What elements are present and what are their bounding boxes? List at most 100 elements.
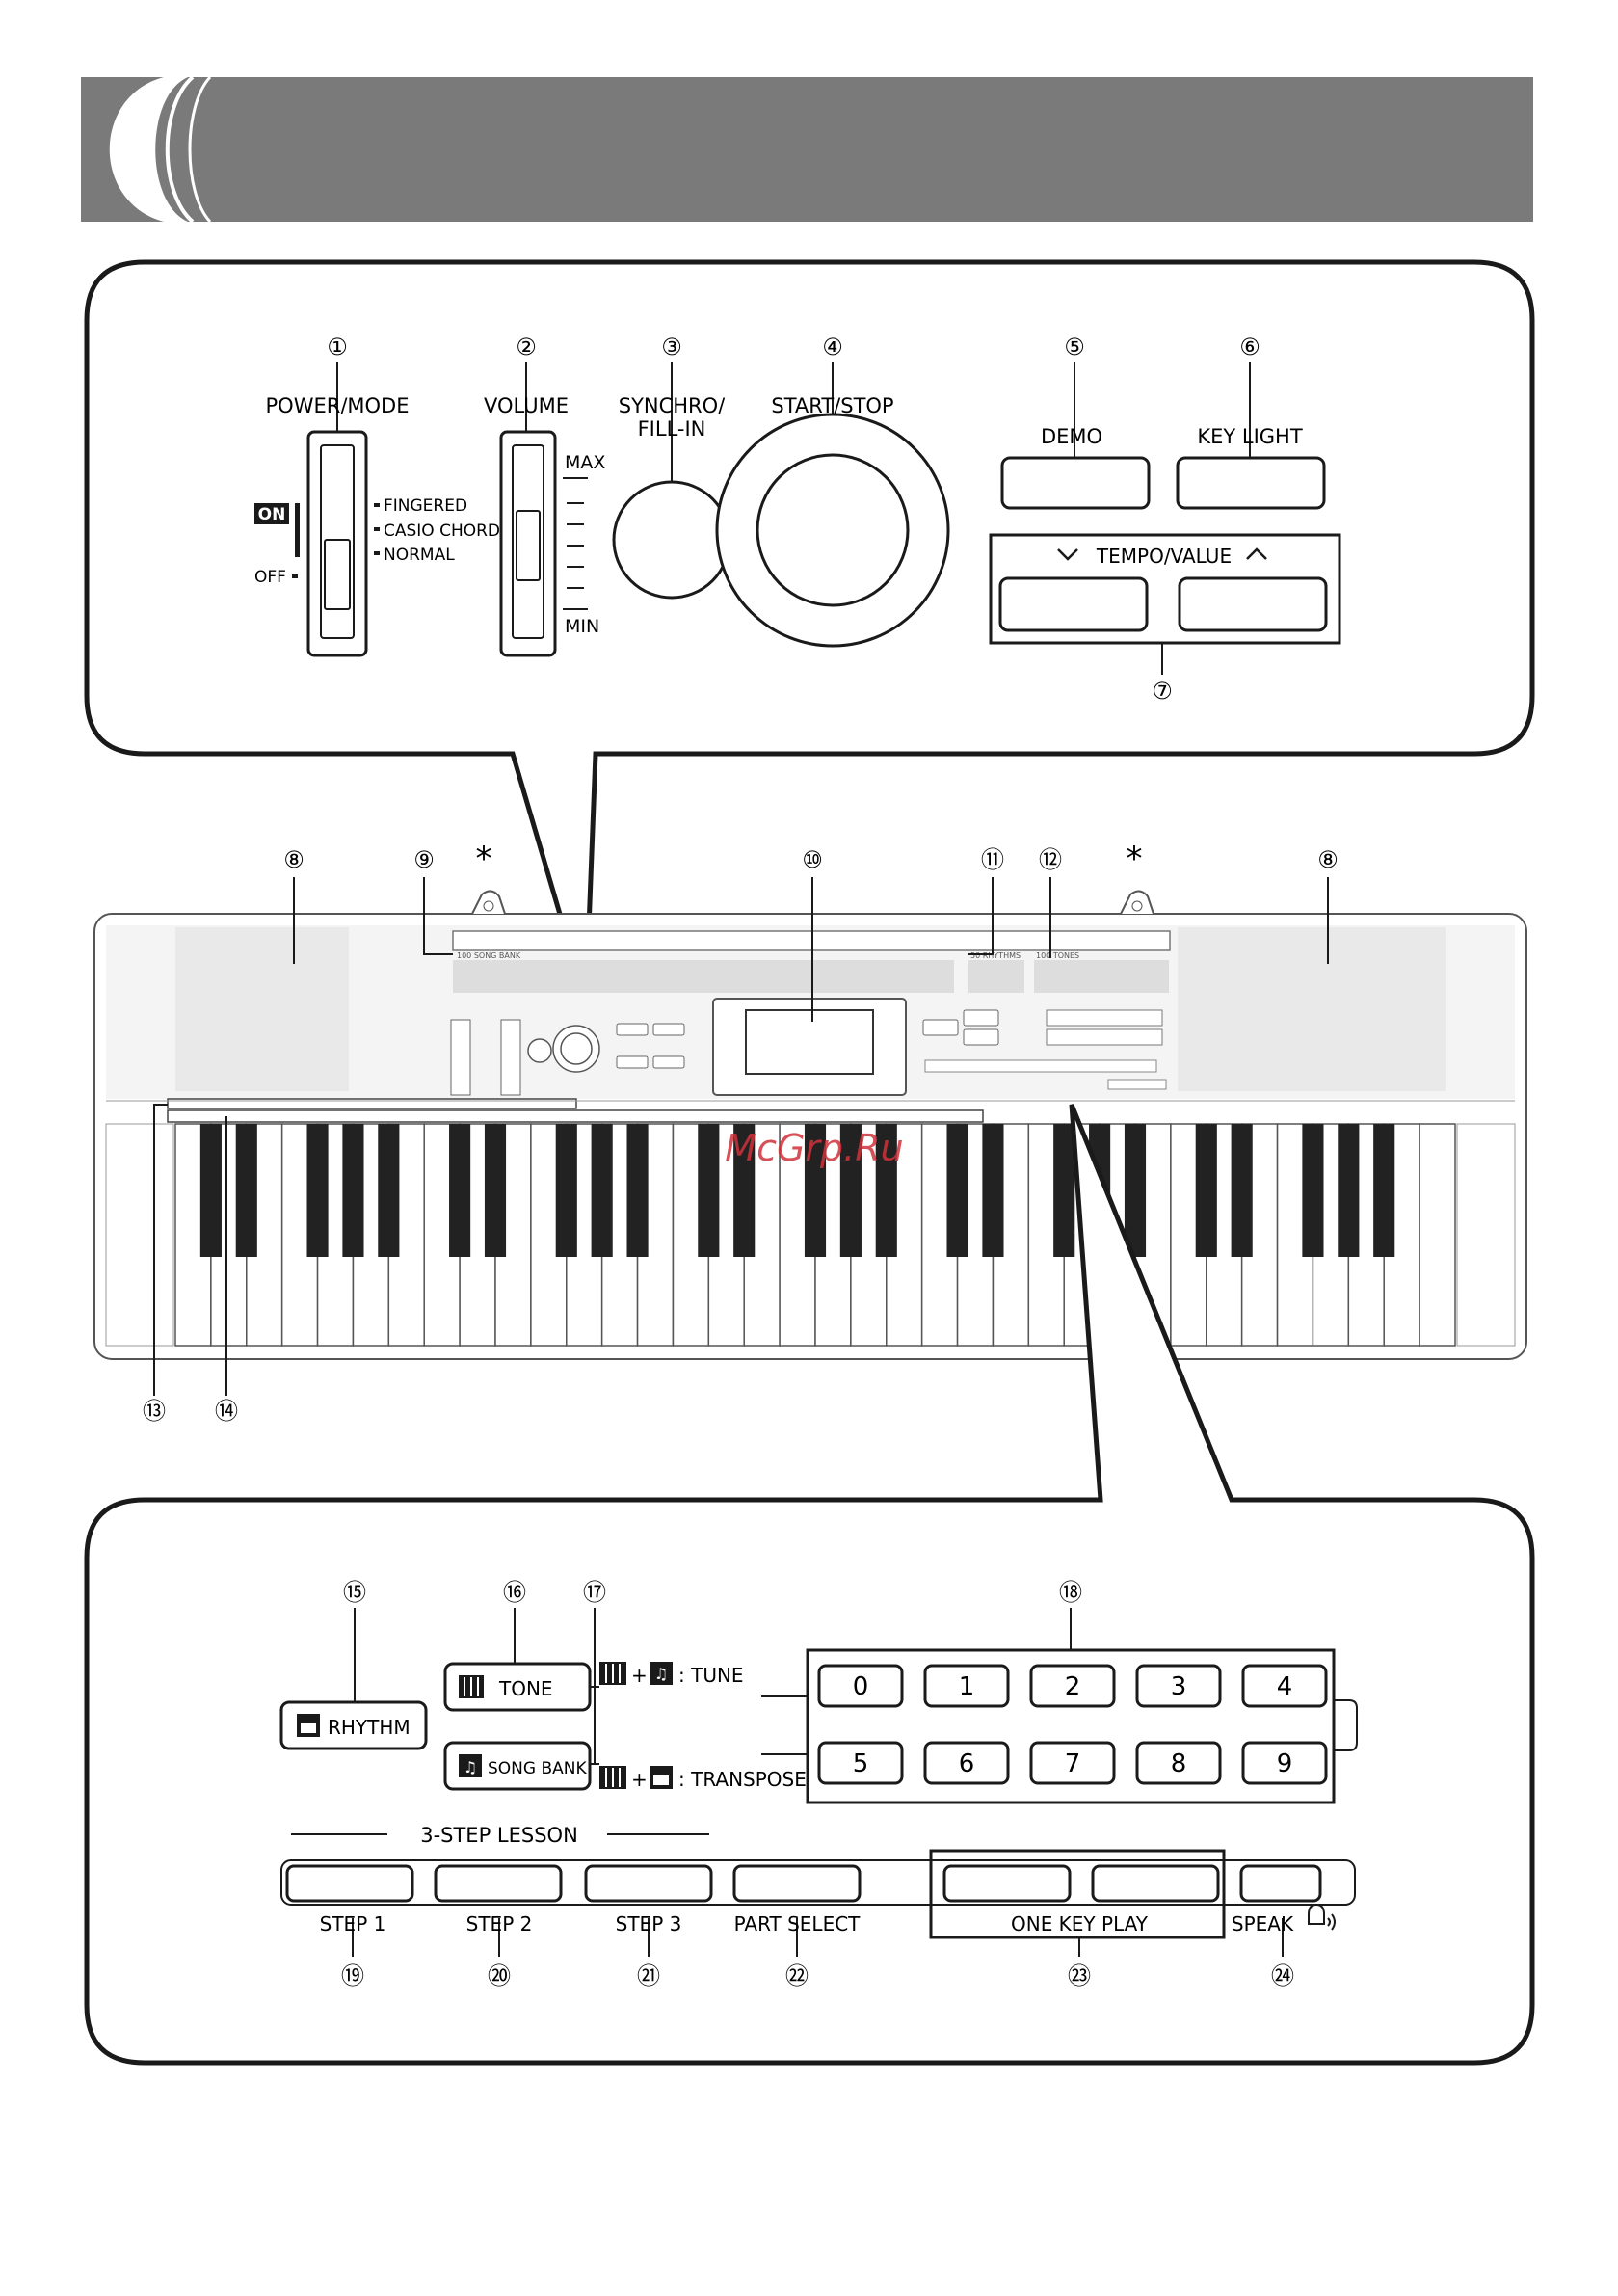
callout-1: ① [327,334,348,360]
callout-21: ㉑ [637,1962,660,1989]
black-key [235,1124,257,1257]
number-label: 1 [959,1672,975,1701]
synchro-fill-in-button[interactable] [612,480,731,600]
callout-12: ⑫ [1039,846,1062,873]
callout-3: ③ [661,334,682,360]
callout-10: ⑩ [802,846,823,873]
callout-11: ⑪ [981,846,1004,873]
one-key-play-left-button[interactable] [942,1864,1072,1903]
number-button-0[interactable]: 0 [817,1664,904,1708]
black-key [199,1124,222,1257]
mode-casio-chord: CASIO CHORD [384,521,500,541]
song-bank-label: SONG BANK [488,1759,587,1778]
black-key [342,1124,364,1257]
rhythm-label: RHYTHM [328,1716,411,1739]
callout-20: ⑳ [488,1962,511,1989]
power-mode-switch[interactable] [306,430,368,657]
black-key [839,1124,862,1257]
bottom-callout-panel [84,1104,1535,2066]
off-label: OFF [254,568,286,587]
keyboard-leader-lines [153,877,1329,1396]
step-3-label: STEP 3 [616,1912,682,1936]
black-key [946,1124,968,1257]
step-buttons [285,1864,1322,1903]
black-key [449,1124,471,1257]
panel1-callouts: ① ② ③ ④ ⑤ ⑥ ⑦ [327,334,1260,705]
song-bank-button[interactable]: ♫ SONG BANK [443,1741,592,1791]
tone-label: TONE [498,1677,553,1700]
tempo-down-button[interactable] [998,576,1149,632]
callout-5: ⑤ [1064,334,1085,360]
volume-scale [563,477,588,610]
number-label: 5 [853,1749,869,1778]
speak-button[interactable] [1239,1864,1322,1903]
number-label: 7 [1065,1749,1081,1778]
demo-label: DEMO [1041,425,1102,448]
one-key-play-label: ONE KEY PLAY [1011,1912,1149,1936]
callout-14: ⑭ [215,1398,238,1425]
song-bank-strip-label: 100 SONG BANK [457,951,521,960]
mode-normal: NORMAL [384,546,455,565]
on-label: ON [258,505,286,524]
one-key-play-group [929,1849,1226,1939]
speak-label: SPEAK [1232,1912,1294,1936]
number-label: 4 [1277,1672,1293,1701]
volume-slider[interactable] [499,430,557,657]
white-key [1419,1123,1456,1347]
key-light-button[interactable] [1176,456,1326,510]
synchro-label-2: FILL-IN [638,417,706,441]
number-label: 0 [853,1672,869,1701]
number-button-3[interactable]: 3 [1135,1664,1222,1708]
number-button-5[interactable]: 5 [817,1741,904,1785]
number-label: 3 [1171,1672,1187,1701]
number-button-4[interactable]: 4 [1241,1664,1328,1708]
black-key [378,1124,400,1257]
number-button-8[interactable]: 8 [1135,1741,1222,1785]
callout-23: ㉓ [1068,1962,1091,1989]
number-button-7[interactable]: 7 [1029,1741,1116,1785]
rhythms-strip-label: 50 RHYTHMS [970,951,1021,960]
one-key-play-right-button[interactable] [1091,1864,1220,1903]
transpose-combo-label: + : TRANSPOSE [599,1766,807,1791]
callout-2: ② [516,334,537,360]
start-stop-button[interactable] [756,453,910,607]
step-2-button[interactable] [434,1864,563,1903]
number-button-1[interactable]: 1 [923,1664,1010,1708]
part-select-button[interactable] [732,1864,862,1903]
header-bar [81,74,1533,225]
watermark: McGrp.Ru [725,1127,903,1169]
number-button-6[interactable]: 6 [923,1741,1010,1785]
black-key [1302,1124,1324,1257]
key-light-label: KEY LIGHT [1197,425,1302,448]
mode-fingered: FINGERED [384,496,467,516]
callout-15: ⑮ [343,1579,366,1606]
black-key [698,1124,720,1257]
note-icon: ♫ [464,1758,477,1776]
step-3-button[interactable] [584,1864,713,1903]
tempo-up-button[interactable] [1178,576,1328,632]
callout-18: ⑱ [1059,1579,1082,1606]
note-icon: ♫ [654,1665,668,1683]
callout-22: ㉒ [785,1962,809,1989]
black-key [484,1124,507,1257]
black-key [733,1124,756,1257]
keyboard-callouts: ⑧ ⑨ ⑩ ⑪ ⑫ ⑧ ⑬ ⑭ * * [143,840,1339,1425]
number-button-9[interactable]: 9 [1241,1741,1328,1785]
volume-label: VOLUME [484,394,569,417]
demo-button[interactable] [1000,456,1151,510]
callout-4: ④ [822,334,843,360]
rhythm-button[interactable]: RHYTHM [279,1700,428,1750]
part-select-label: PART SELECT [734,1912,862,1936]
callout-17: ⑰ [583,1579,606,1606]
step-1-button[interactable] [285,1864,414,1903]
tone-button[interactable]: TONE [443,1662,592,1712]
keyboard-right-cheek [1456,1123,1516,1347]
black-key [1195,1124,1217,1257]
number-button-2[interactable]: 2 [1029,1664,1116,1708]
panel2-callouts: ⑮ ⑯ ⑰ ⑱ ⑲ ⑳ ㉑ ㉒ ㉓ ㉔ [341,1579,1294,1989]
callout-8-left: ⑧ [283,846,305,873]
step-2-label: STEP 2 [466,1912,533,1936]
callout-16: ⑯ [503,1579,526,1606]
black-key [1053,1124,1075,1257]
